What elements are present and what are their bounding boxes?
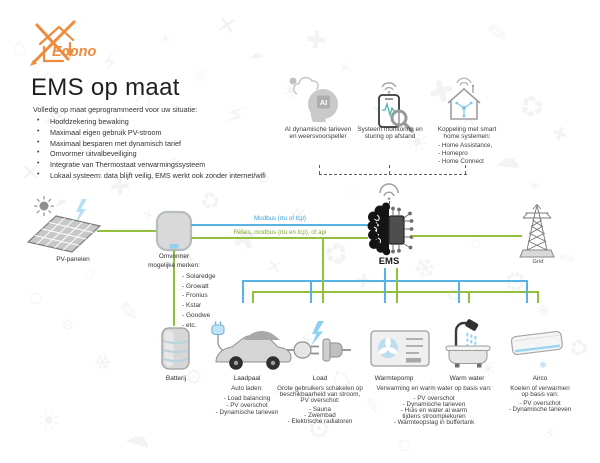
ems-icon xyxy=(367,202,414,256)
heatpump-label: Warmtepomp xyxy=(374,375,414,382)
feature-item: Hoofdzekering bewaking xyxy=(36,117,336,128)
feature-list: Hoofdzekering bewaking Maximaal eigen ge… xyxy=(36,117,336,182)
charger-icon xyxy=(211,321,292,370)
dashed-tick-monitoring xyxy=(389,165,390,174)
drop-blue-load xyxy=(310,280,312,303)
smart-home-systems-list: - Home Assistance, - Homepro - Home Conn… xyxy=(438,142,493,165)
grid-label: Grid xyxy=(532,259,544,265)
drop-blue-airco xyxy=(526,280,528,303)
plug-icon xyxy=(211,324,225,336)
intro-text: Volledig op maat geprogrammeerd voor uw … xyxy=(33,105,198,114)
snowflake-icon: ❄ xyxy=(539,360,547,370)
load-heading: Grote gebruikers schakelen op beschikbaa… xyxy=(277,385,363,405)
wifi-icon xyxy=(381,82,397,91)
sun-icon xyxy=(39,201,49,211)
pv-label: PV-panelen xyxy=(56,256,90,263)
charger-heading: Auto laden: xyxy=(231,385,263,392)
airco-items: - PV overschot - Dynamische tarieven xyxy=(508,400,572,414)
battery-label: Batterij xyxy=(165,375,187,382)
battery-icon xyxy=(161,327,190,370)
ai-badge: AI xyxy=(320,98,328,107)
charger-label: Laadpaal xyxy=(233,375,261,382)
relais-line-label: Relais, modbus (rtu en tcp), of api xyxy=(233,229,327,236)
modbus-line-label: Modbus (rtu of tcp) xyxy=(254,215,306,222)
feature-item: Integratie van Thermostaat verwarmingssy… xyxy=(36,160,336,171)
monitoring-caption: Systeem monitoring en sturing op afstand xyxy=(357,126,423,141)
drop-green-airco xyxy=(537,291,539,303)
shower-pipe xyxy=(454,321,468,347)
pv-panels-icon xyxy=(26,196,102,253)
smart-home-icon xyxy=(447,77,481,120)
smart-home-caption: Koppeling met smart home systemen: xyxy=(437,126,497,141)
shower-head-icon xyxy=(465,319,479,331)
drop-blue-ems xyxy=(384,268,386,303)
econo-logo: Econo xyxy=(30,20,96,66)
heat-group-heading: Verwarming en warm water op basis van: xyxy=(376,385,492,392)
smart-node-icon xyxy=(457,103,471,115)
feature-item: Maximaal eigen gebruik PV-stroom xyxy=(36,128,336,139)
logo-house-roof xyxy=(38,25,75,46)
hot-water-icon xyxy=(445,319,491,368)
drop-green-charger xyxy=(252,291,254,303)
inverter-brands-list: - Solaredge - Growatt - Fronius - Kstar … xyxy=(182,273,216,329)
load-plug-icon xyxy=(287,321,351,362)
bathtub xyxy=(448,349,488,365)
line-inverter-ems-modbus xyxy=(191,224,368,226)
grid-tower-icon xyxy=(519,203,555,258)
lightning-icon xyxy=(311,321,324,346)
heatpump-icon xyxy=(370,330,430,367)
feature-item: Maximaal besparen met dynamisch tarief xyxy=(36,139,336,150)
line-inverter-ems-relais xyxy=(191,237,368,239)
feature-item: Omvormer uitvalbeveiliging xyxy=(36,149,336,160)
page-title: EMS op maat xyxy=(31,74,180,101)
dashed-tick-smart-home xyxy=(465,165,466,174)
cloud-icon xyxy=(293,76,319,95)
drop-green-load xyxy=(322,238,324,303)
sun-icon xyxy=(289,77,297,85)
lightning-icon xyxy=(75,199,87,225)
drop-blue-hot-water xyxy=(458,280,460,303)
airco-icon: ❄ xyxy=(510,330,563,370)
heat-group-items: - PV overschot - Dynamische tarieven - H… xyxy=(393,395,475,427)
dashed-tick-ai xyxy=(319,165,320,174)
magnifier-icon xyxy=(390,109,408,127)
ai-caption: AI dynamische tarieven en weersvoorspell… xyxy=(284,126,352,141)
waveform xyxy=(382,101,398,118)
monitoring-phone-icon xyxy=(378,82,413,132)
airco-heading: Koelen of verwarmen op basis van: xyxy=(510,385,570,399)
bus-green xyxy=(252,291,539,293)
line-inverter-battery xyxy=(173,250,175,326)
car-windows xyxy=(243,331,280,340)
charger-items: - Load balancing - PV overschot - Dynami… xyxy=(215,395,279,416)
load-label: Load xyxy=(312,375,328,382)
load-items: - Sauna - Zwembad - Elektrische radiator… xyxy=(287,406,353,426)
inverter-label: Omvormer mogelijke merken: xyxy=(148,253,200,269)
wifi-icon xyxy=(379,183,399,201)
wifi-icon xyxy=(456,77,472,86)
feature-item: Lokaal systeem: data blijft veilig, EMS … xyxy=(36,171,336,182)
line-pv-inverter xyxy=(97,230,158,232)
drop-green-ems xyxy=(396,268,398,303)
ems-label: EMS xyxy=(378,256,400,267)
drop-green-hot-water xyxy=(468,291,470,303)
logo-text: Econo xyxy=(52,44,96,60)
line-ems-grid xyxy=(412,235,522,237)
hot-water-label: Warm water xyxy=(449,375,485,382)
dashed-connector-line xyxy=(319,174,467,175)
airco-label: Airco xyxy=(532,375,548,382)
drop-blue-charger xyxy=(242,280,244,303)
chip xyxy=(388,215,405,245)
inverter-icon xyxy=(155,210,193,252)
ai-weather-icon: AI xyxy=(289,76,338,122)
